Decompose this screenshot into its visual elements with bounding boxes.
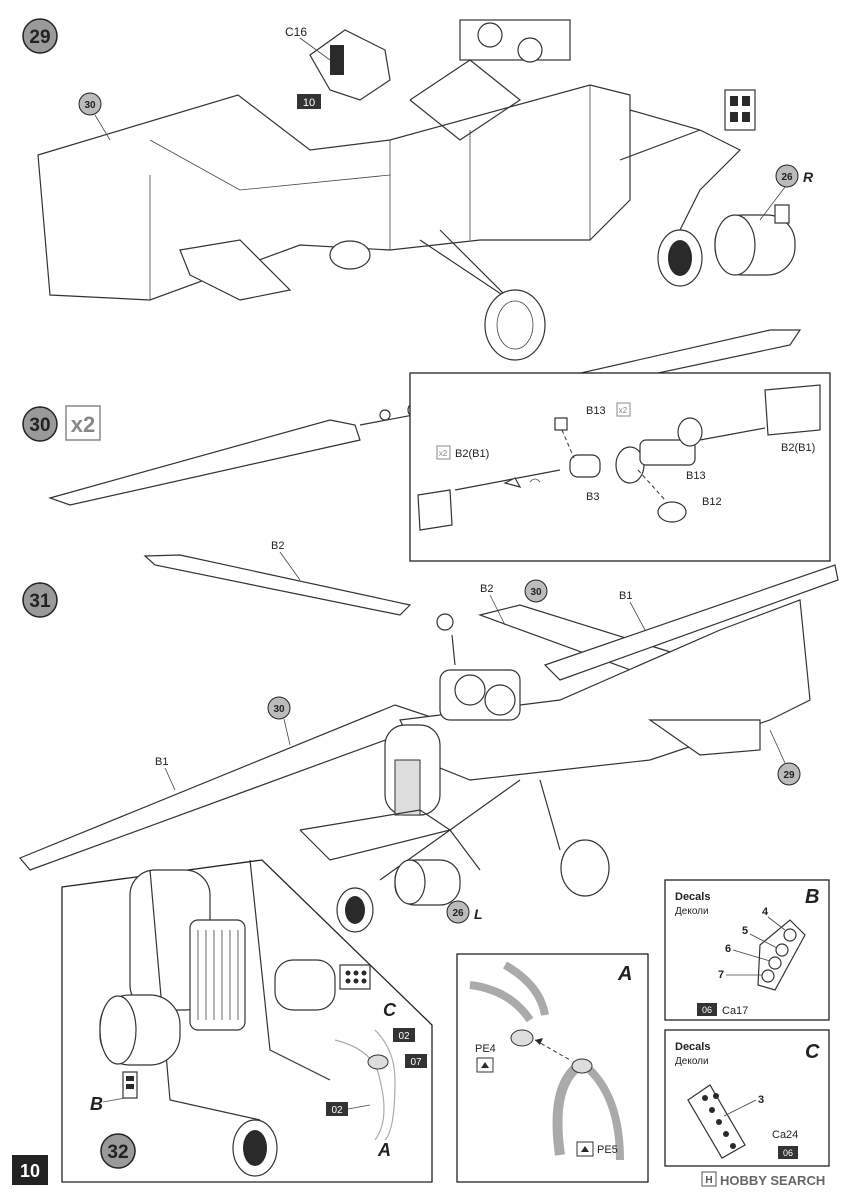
qty-b2b1-x2: x2 <box>439 449 448 458</box>
callout-b-32: B <box>90 1094 103 1114</box>
side-l: L <box>474 906 483 922</box>
part-tag-10: 10 <box>303 97 315 109</box>
callout-a-32: A <box>377 1140 391 1160</box>
decals-b-title: Decals <box>675 891 710 903</box>
ref-26-right: 26 <box>781 172 793 183</box>
ref-30-step31-left: 30 <box>273 704 285 715</box>
step-29-number: 29 <box>29 27 50 48</box>
part-b2b1-right: B2(B1) <box>781 442 815 454</box>
qty-x2: x2 <box>71 412 95 437</box>
door-window <box>330 45 344 75</box>
step-30: 30 x2 B13 x2 x2 B2(B1) B2(B1) B3 B1 <box>22 329 831 562</box>
qty-b13-x2: x2 <box>619 406 628 415</box>
part-b2-top: B2 <box>271 540 284 552</box>
decal-5: 5 <box>742 925 748 937</box>
hobby-search-logo <box>701 1171 717 1187</box>
ref-26-left: 26 <box>452 908 464 919</box>
part-pe5: PE5 <box>597 1144 618 1156</box>
part-b3: B3 <box>586 491 599 503</box>
detail-a: A PE4 PE5 <box>456 953 649 1183</box>
part-tag-07: 07 <box>410 1057 422 1068</box>
part-tag-02-bottom: 02 <box>331 1105 343 1116</box>
part-b13-top: B13 <box>586 405 606 417</box>
step-30-number: 30 <box>29 415 50 436</box>
part-pe4: PE4 <box>475 1043 496 1055</box>
part-c16: C16 <box>285 25 307 39</box>
decal-3: 3 <box>758 1094 764 1106</box>
page-number: 10 <box>20 1161 40 1181</box>
decals-b-tag: 06 <box>702 1005 712 1015</box>
part-b13: B13 <box>686 470 706 482</box>
ref-29: 29 <box>783 770 795 781</box>
step-31-number: 31 <box>29 591 51 612</box>
part-tag-02-top: 02 <box>398 1031 410 1042</box>
step-32: 32 C B A 02 07 <box>61 859 433 1183</box>
decals-c-code: Ca24 <box>772 1129 798 1141</box>
part-b2-mid: B2 <box>480 583 493 595</box>
part-b1-left: B1 <box>155 756 168 768</box>
decals-b-letter: B <box>805 886 819 908</box>
svg-text:H: H <box>705 1175 712 1186</box>
step-32-number: 32 <box>107 1142 128 1163</box>
part-b12: B12 <box>702 496 722 508</box>
step-29: 29 <box>22 18 814 361</box>
callout-c-32: C <box>383 1000 397 1020</box>
part-b2b1-left: B2(B1) <box>455 448 489 460</box>
callout-a-box: A <box>617 963 632 985</box>
step-31: 31 B2 B2 30 B1 <box>19 540 839 933</box>
decals-b-code: Ca17 <box>722 1005 748 1017</box>
side-r: R <box>803 169 814 185</box>
decal-4: 4 <box>762 906 769 918</box>
decal-7: 7 <box>718 969 724 981</box>
part-b1-right: B1 <box>619 590 632 602</box>
ref-30-step29: 30 <box>84 100 96 111</box>
page-number-box <box>12 1155 48 1185</box>
decals-c-title: Decals <box>675 1041 710 1053</box>
decals-c: Decals Деколи C 3 Ca24 06 <box>664 1029 830 1167</box>
ref-30-step31-top: 30 <box>530 587 542 598</box>
decals-b: Decals Деколи B 4 5 6 7 06 Ca17 <box>664 879 830 1021</box>
watermark: HOBBY SEARCH <box>720 1173 825 1188</box>
decals-b-subtitle: Деколи <box>675 906 709 917</box>
decal-6: 6 <box>725 943 731 955</box>
fuselage-29 <box>37 19 796 361</box>
decals-c-subtitle: Деколи <box>675 1056 709 1067</box>
decals-c-letter: C <box>805 1041 820 1063</box>
decals-c-tag: 06 <box>783 1148 793 1158</box>
seat-stripes <box>197 930 239 1020</box>
